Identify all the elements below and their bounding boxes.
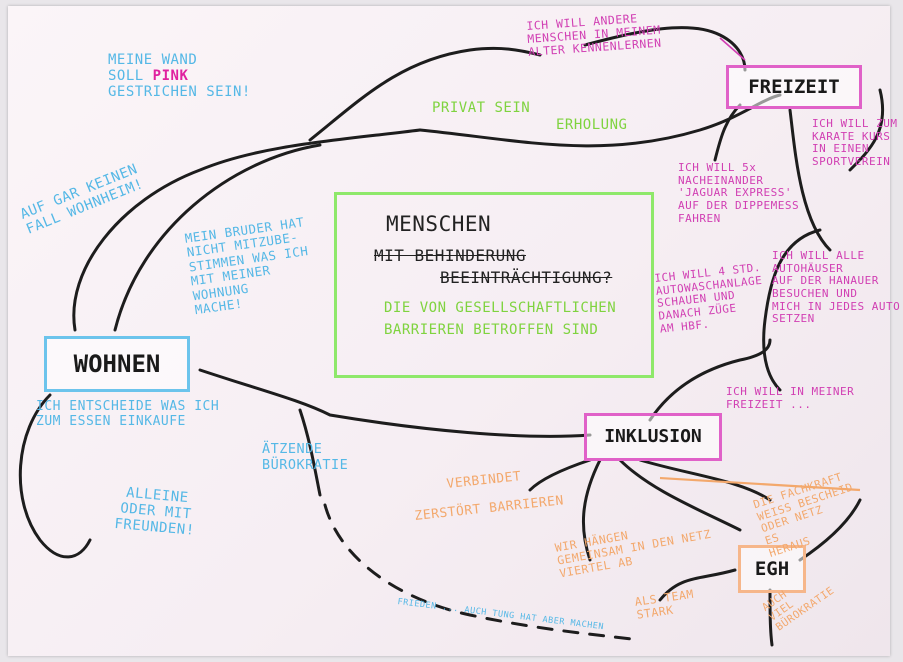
line-brace	[762, 228, 822, 392]
line-inklusion-down1	[582, 458, 602, 562]
line-pink-tick	[719, 37, 746, 61]
note-privat: PRIVAT SEIN	[432, 100, 531, 116]
line-inklusion-down3	[638, 458, 772, 502]
line-wohnen-inklusion	[198, 368, 592, 438]
line-top-arc	[308, 46, 542, 142]
note-wand-pre: MEINE WAND SOLL	[108, 52, 198, 85]
line-bottom-dashed	[323, 503, 642, 642]
line-freizeit-left	[713, 103, 742, 162]
note-buerokratie-blue: ÄTZENDE BÜROKRATIE	[262, 441, 349, 473]
note-freizeit-note: ICH WILL IN MEINER FREIZEIT ...	[726, 385, 855, 411]
node-egh-label: EGH	[754, 558, 790, 580]
center-title: MENSCHEN	[386, 212, 492, 236]
line-wohnen-up	[72, 128, 422, 332]
line-egh-right	[798, 498, 862, 562]
line-down-bureau	[298, 408, 322, 497]
line-egh-left	[658, 568, 737, 602]
node-wohnen: WOHNEN	[44, 336, 190, 392]
note-wand-post: GESTRICHEN SEIN!	[108, 84, 251, 101]
center-subtitle-line1: DIE VON GESELLSCHAFTLICHEN	[384, 300, 617, 316]
node-inklusion: INKLUSION	[584, 413, 722, 461]
center-struck-line1: MIT BEHINDERUNG	[374, 246, 526, 265]
line-wohnen-left-loop	[18, 393, 92, 559]
central-box	[334, 192, 654, 378]
node-freizeit: FREIZEIT	[726, 65, 862, 109]
line-freizeit-down	[788, 108, 832, 252]
node-inklusion-label: INKLUSION	[604, 426, 702, 447]
note-jaguar: ICH WILL 5x NACHEINANDER 'JAGUAR EXPRESS…	[678, 161, 800, 225]
node-wohnen-label: WOHNEN	[73, 350, 161, 378]
line-egh-down	[768, 588, 774, 647]
line-orange-fachkraft	[659, 476, 861, 492]
line-inklusion-freizeit	[648, 338, 772, 422]
center-subtitle-line2: BARRIEREN BETROFFEN SIND	[384, 322, 599, 338]
note-erholung: ERHOLUNG	[556, 117, 628, 133]
note-bruder: MEIN BRUDER HAT NICHT MITZUBE- STIMMEN W…	[183, 214, 310, 318]
node-egh: EGH	[738, 545, 806, 593]
line-inklusion-down2	[618, 458, 742, 532]
note-wand-pink: PINK	[152, 68, 189, 85]
line-freizeit-right	[848, 88, 885, 172]
note-alleine: ALLEINE ODER MIT FREUNDEN!	[113, 484, 196, 540]
note-autowaschanlage: ICH WILL 4 STD. AUTOWASCHANLAGE SCHAUEN …	[653, 260, 763, 336]
note-karate: ICH WILL ZUM KARATE KURS IN EINEN SPORTV…	[812, 117, 898, 168]
note-wand: MEINE WAND SOLL PINK GESTRICHEN SEIN!	[108, 52, 251, 100]
line-inklusion-down4	[528, 458, 592, 492]
node-freizeit-label: FREIZEIT	[748, 76, 840, 98]
center-struck-line2: BEEINTRÄCHTIGUNG?	[440, 268, 613, 287]
note-autohaeuser: ICH WILL ALLE AUTOHÄUSER AUF DER HANAUER…	[772, 249, 901, 326]
note-entscheide: ICH ENTSCHEIDE WAS ICH ZUM ESSEN EINKAUF…	[36, 399, 220, 429]
line-wohnen-arc	[113, 143, 322, 332]
